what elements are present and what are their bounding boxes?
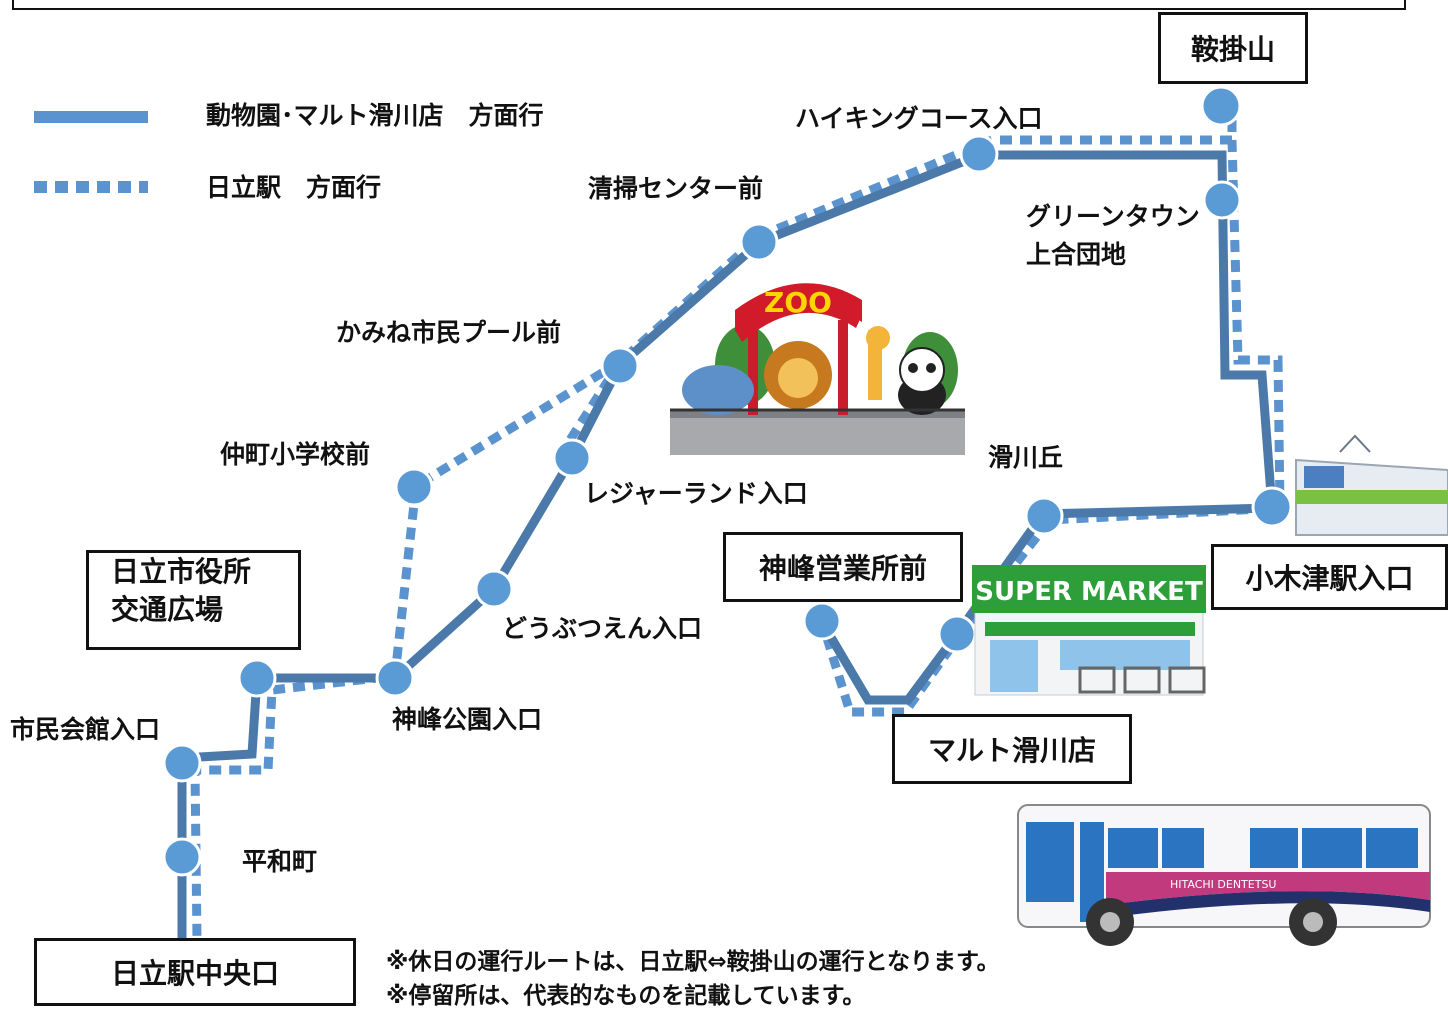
zoo-illustration: ZOO [670, 283, 965, 455]
stop-label-shimin: 市民会館入口 [10, 715, 161, 744]
stop-label-doubutsuen: どうぶつえん入口 [502, 614, 703, 643]
stop-label-kamine-pool: かみね市民プール前 [336, 318, 562, 347]
bus-window-1 [1108, 828, 1158, 868]
bus-wheel-front-hub [1100, 912, 1120, 932]
stop-kamine-eigyo[interactable] [802, 601, 842, 641]
stop-kurakakeyama[interactable] [1200, 85, 1242, 127]
stop-kamine-pool[interactable] [600, 346, 640, 386]
stop-namekawaoka[interactable] [1024, 496, 1064, 536]
stop-kogitsu[interactable] [1251, 486, 1293, 528]
market-sign-bg [972, 565, 1206, 613]
bus-company-text: HITACHI DENTETSU [1170, 878, 1276, 891]
bus-window-3 [1250, 828, 1298, 868]
market-window [1060, 640, 1190, 670]
stop-kamine-koen[interactable] [375, 658, 415, 698]
legend-dotted-label: 日立駅 方面行 [206, 173, 382, 202]
bus-stripe-navy [1106, 891, 1430, 918]
stop-box-kurakakeyama: 鞍掛山 [1158, 12, 1308, 84]
stop-hiking[interactable] [959, 134, 999, 174]
bus-wheel-rear-hub [1303, 912, 1323, 932]
stop-box-shiyakusho-line1: 日立市役所 [111, 555, 252, 588]
zoo-post-right [838, 320, 848, 415]
panda-head [899, 347, 945, 393]
stop-shiyakusho[interactable] [237, 658, 277, 698]
stop-green[interactable] [1202, 180, 1242, 220]
market-cart-2 [1123, 666, 1161, 694]
stop-label-heiwa: 平和町 [242, 847, 318, 876]
stop-maruto-near[interactable] [937, 614, 977, 654]
bus-front-window [1026, 822, 1074, 902]
stop-box-chuo: 日立駅中央口 [34, 938, 356, 1006]
stop-box-shiyakusho-line2: 交通広場 [111, 592, 224, 626]
train-illustration [1295, 434, 1448, 536]
bus-window-2 [1162, 828, 1204, 868]
zoo-sign-text: ZOO [764, 286, 832, 319]
dotted-route [190, 100, 1285, 941]
stop-box-kogitsu: 小木津駅入口 [1211, 544, 1448, 610]
stop-nakamachi[interactable] [394, 467, 434, 507]
stop-doubutsuen[interactable] [474, 569, 514, 609]
zoo-sign-arch-body [735, 283, 862, 332]
stop-label-hiking: ハイキングコース入口 [795, 104, 1043, 133]
train-pantograph [1339, 434, 1371, 453]
stops [162, 85, 1293, 877]
top-frame [12, 0, 1406, 10]
train-stripe [1296, 490, 1448, 504]
stop-label-nakamachi: 仲町小学校前 [220, 440, 371, 469]
market-cart-1 [1078, 666, 1116, 694]
stop-heiwa[interactable] [162, 837, 202, 877]
stop-label-kamine-koen: 神峰公園入口 [392, 705, 543, 734]
bus-illustration: HITACHI DENTETSU [1017, 804, 1431, 946]
note-stops: ※停留所は、代表的なものを記載しています。 [386, 983, 866, 1009]
market-awning [985, 622, 1195, 636]
lion-face [778, 358, 818, 398]
stop-label-namekawaoka: 滑川丘 [988, 443, 1064, 472]
giraffe-head [866, 326, 890, 350]
stop-label-seiso: 清掃センター前 [588, 174, 764, 203]
panda-eye-right [926, 363, 936, 373]
zoo-ground [670, 415, 965, 455]
stop-box-shiyakusho: 日立市役所 交通広場 [86, 550, 301, 650]
stop-label-green1: グリーンタウン [1026, 202, 1200, 231]
market-cart-3 [1168, 666, 1206, 694]
elephant [682, 365, 754, 415]
train-window [1304, 466, 1344, 488]
stop-leisure[interactable] [552, 438, 592, 478]
zoo-post-left [748, 320, 758, 415]
market-door [990, 640, 1038, 692]
note-holiday: ※休日の運行ルートは、日立駅⇔鞍掛山の運行となります。 [386, 949, 1000, 975]
stop-label-leisure: レジャーランド入口 [584, 479, 808, 508]
zoo-ground-top [670, 410, 965, 418]
stop-box-maruto: マルト滑川店 [892, 714, 1132, 784]
legend-solid-label: 動物園･マルト滑川店 方面行 [206, 101, 544, 130]
bus-stripe [1106, 872, 1430, 905]
bus-window-4 [1302, 828, 1362, 868]
stop-shimin[interactable] [162, 743, 202, 783]
stop-box-kamine-eigyo: 神峰営業所前 [723, 532, 963, 602]
stop-label-green2: 上合団地 [1026, 240, 1127, 269]
panda-eye-left [908, 363, 918, 373]
bus-window-5 [1366, 828, 1418, 868]
dotted-route-branch [566, 359, 624, 443]
supermarket-illustration: SUPER MARKET [972, 565, 1206, 696]
dotted-route-main [190, 100, 1237, 941]
stop-seiso[interactable] [739, 222, 779, 262]
market-sign-text: SUPER MARKET [975, 577, 1203, 607]
